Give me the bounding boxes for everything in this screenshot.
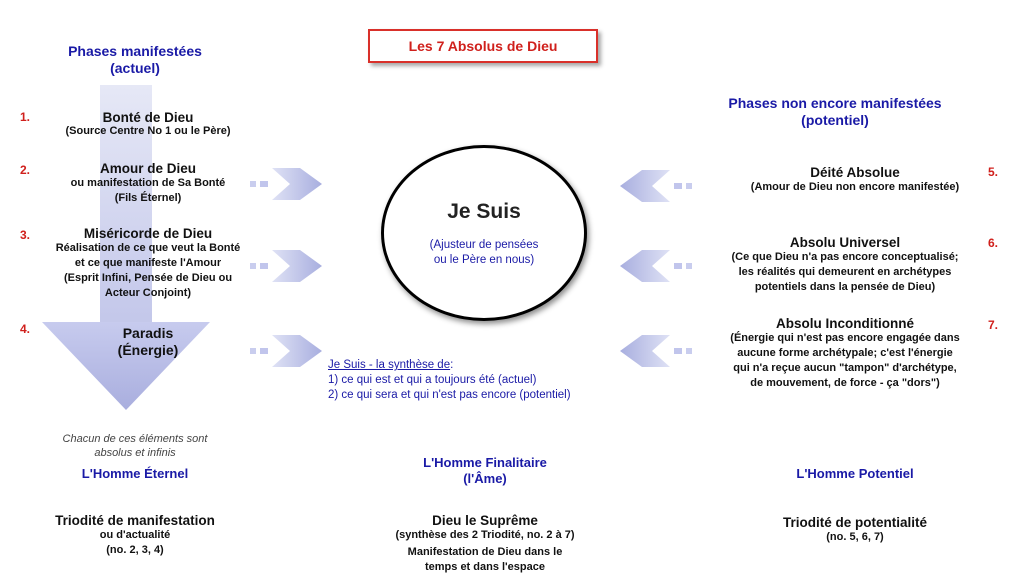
item-desc: (Source Centre No 1 ou le Père) bbox=[65, 125, 231, 137]
left-header-line2: (actuel) bbox=[110, 60, 160, 76]
triodite-line1: ou d'actualité bbox=[99, 529, 171, 541]
left-arrow-2 bbox=[620, 250, 692, 282]
item-desc: potentiels dans la pensée de Dieu) bbox=[754, 281, 936, 293]
absolute-item-3: Miséricorde de Dieu Réalisation de ce qu… bbox=[20, 226, 276, 301]
right-arrow-1 bbox=[250, 168, 322, 200]
right-header: Phases non encore manifestées (potentiel… bbox=[700, 95, 970, 129]
item-desc: de mouvement, de force - ça "dors") bbox=[750, 377, 940, 389]
item-desc: (Énergie qui n'est pas encore engagée da… bbox=[730, 332, 960, 344]
item-desc: et ce que manifeste l'Amour bbox=[74, 257, 222, 269]
homme-finalitaire-line2: (l'Âme) bbox=[463, 471, 507, 486]
homme-potentiel-heading: L'Homme Potentiel bbox=[796, 466, 914, 481]
dieu-le-supreme: Dieu le Suprême (synthèse des 2 Triodité… bbox=[350, 513, 620, 575]
circle-sub2: ou le Père en nous) bbox=[433, 254, 535, 266]
downward-arrow-shape bbox=[42, 85, 210, 410]
triodite-name: Triodité de manifestation bbox=[55, 513, 215, 528]
right-arrow-3 bbox=[250, 335, 322, 367]
je-suis-circle bbox=[381, 145, 587, 321]
left-arrow-3 bbox=[620, 335, 692, 367]
right-header-line2: (potentiel) bbox=[801, 112, 869, 128]
item-desc: (Amour de Dieu non encore manifestée) bbox=[750, 181, 960, 193]
item-name: Déité Absolue bbox=[810, 165, 900, 180]
right-arrow-2 bbox=[250, 250, 322, 282]
absolute-item-1: Bonté de Dieu (Source Centre No 1 ou le … bbox=[20, 110, 276, 137]
item-number-6: 6. bbox=[988, 236, 999, 250]
item-desc: les réalités qui demeurent en archétypes bbox=[738, 266, 952, 278]
triodite-potentialite: Triodité de potentialité (no. 5, 6, 7) bbox=[720, 515, 990, 545]
triodite-line1: (no. 5, 6, 7) bbox=[826, 531, 884, 543]
absolute-item-4: Paradis (Énergie) bbox=[20, 325, 276, 359]
item-name: Miséricorde de Dieu bbox=[83, 226, 213, 241]
item-desc: (Esprit Infini, Pensée de Dieu ou bbox=[63, 272, 233, 284]
item-desc: (Ce que Dieu n'a pas encore conceptualis… bbox=[731, 251, 959, 263]
synthesis-label: Je Suis - la synthèse de bbox=[328, 359, 451, 371]
left-arrow-1 bbox=[620, 170, 692, 202]
homme-finalitaire-line1: L'Homme Finalitaire bbox=[423, 455, 547, 470]
synthesis-colon: : bbox=[450, 359, 454, 371]
synthesis-line2: 2) ce qui sera et qui n'est pas encore (… bbox=[328, 389, 571, 401]
note-line2: absolus et infinis bbox=[94, 447, 176, 459]
right-header-line1: Phases non encore manifestées bbox=[728, 95, 942, 111]
note: Chacun de ces éléments sont absolus et i… bbox=[30, 432, 240, 460]
triodite-name: Triodité de potentialité bbox=[782, 515, 927, 530]
triodite-manifestation: Triodité de manifestation ou d'actualité… bbox=[15, 513, 255, 558]
synthesis-block: Je Suis - la synthèse de: 1) ce qui est … bbox=[328, 358, 648, 403]
supreme-name: Dieu le Suprême bbox=[432, 513, 538, 528]
item-number-2: 2. bbox=[20, 163, 31, 177]
absolute-item-6: Absolu Universel (Ce que Dieu n'a pas en… bbox=[700, 235, 990, 295]
homme-eternel-heading: L'Homme Éternel bbox=[81, 466, 189, 481]
item-desc: (Énergie) bbox=[117, 342, 179, 358]
circle-title: Je Suis bbox=[447, 200, 521, 223]
item-number-5: 5. bbox=[988, 165, 999, 179]
supreme-line3: temps et dans l'espace bbox=[424, 561, 545, 573]
note-line1: Chacun de ces éléments sont bbox=[62, 433, 208, 445]
triodite-line2: (no. 2, 3, 4) bbox=[106, 544, 164, 556]
absolute-item-2: Amour de Dieu ou manifestation de Sa Bon… bbox=[20, 161, 276, 206]
left-header: Phases manifestées (actuel) bbox=[40, 43, 230, 77]
item-desc: Acteur Conjoint) bbox=[104, 287, 192, 299]
item-number-7: 7. bbox=[988, 318, 999, 332]
item-name: Amour de Dieu bbox=[99, 161, 196, 176]
item-desc: ou manifestation de Sa Bonté bbox=[70, 177, 226, 189]
item-number-3: 3. bbox=[20, 228, 31, 242]
item-name: Bonté de Dieu bbox=[102, 110, 194, 125]
diagram-title: Les 7 Absolus de Dieu bbox=[368, 29, 598, 63]
item-desc: (Fils Éternel) bbox=[114, 192, 182, 204]
supreme-line2: Manifestation de Dieu dans le bbox=[407, 546, 563, 558]
item-name: Absolu Inconditionné bbox=[776, 316, 914, 331]
circle-content: Je Suis (Ajusteur de pensées ou le Père … bbox=[381, 200, 587, 268]
item-desc: Réalisation de ce que veut la Bonté bbox=[55, 242, 241, 254]
absolute-item-5: Déité Absolue (Amour de Dieu non encore … bbox=[710, 165, 1000, 195]
item-desc: qui n'a reçue aucun "tampon" d'archétype… bbox=[733, 362, 957, 374]
item-name: Absolu Universel bbox=[789, 235, 901, 250]
absolute-item-7: Absolu Inconditionné (Énergie qui n'est … bbox=[700, 316, 990, 391]
left-header-line1: Phases manifestées bbox=[68, 43, 202, 59]
homme-finalitaire-heading: L'Homme Finalitaire (l'Âme) bbox=[370, 455, 600, 487]
circle-sub1: (Ajusteur de pensées bbox=[429, 239, 539, 251]
item-name: Paradis bbox=[122, 325, 174, 341]
item-number-4: 4. bbox=[20, 322, 31, 336]
item-number-1: 1. bbox=[20, 110, 31, 124]
supreme-line1: (synthèse des 2 Triodité, no. 2 à 7) bbox=[395, 529, 575, 541]
synthesis-line1: 1) ce qui est et qui a toujours été (act… bbox=[328, 374, 537, 386]
item-desc: aucune forme archétypale; c'est l'énergi… bbox=[737, 347, 953, 359]
